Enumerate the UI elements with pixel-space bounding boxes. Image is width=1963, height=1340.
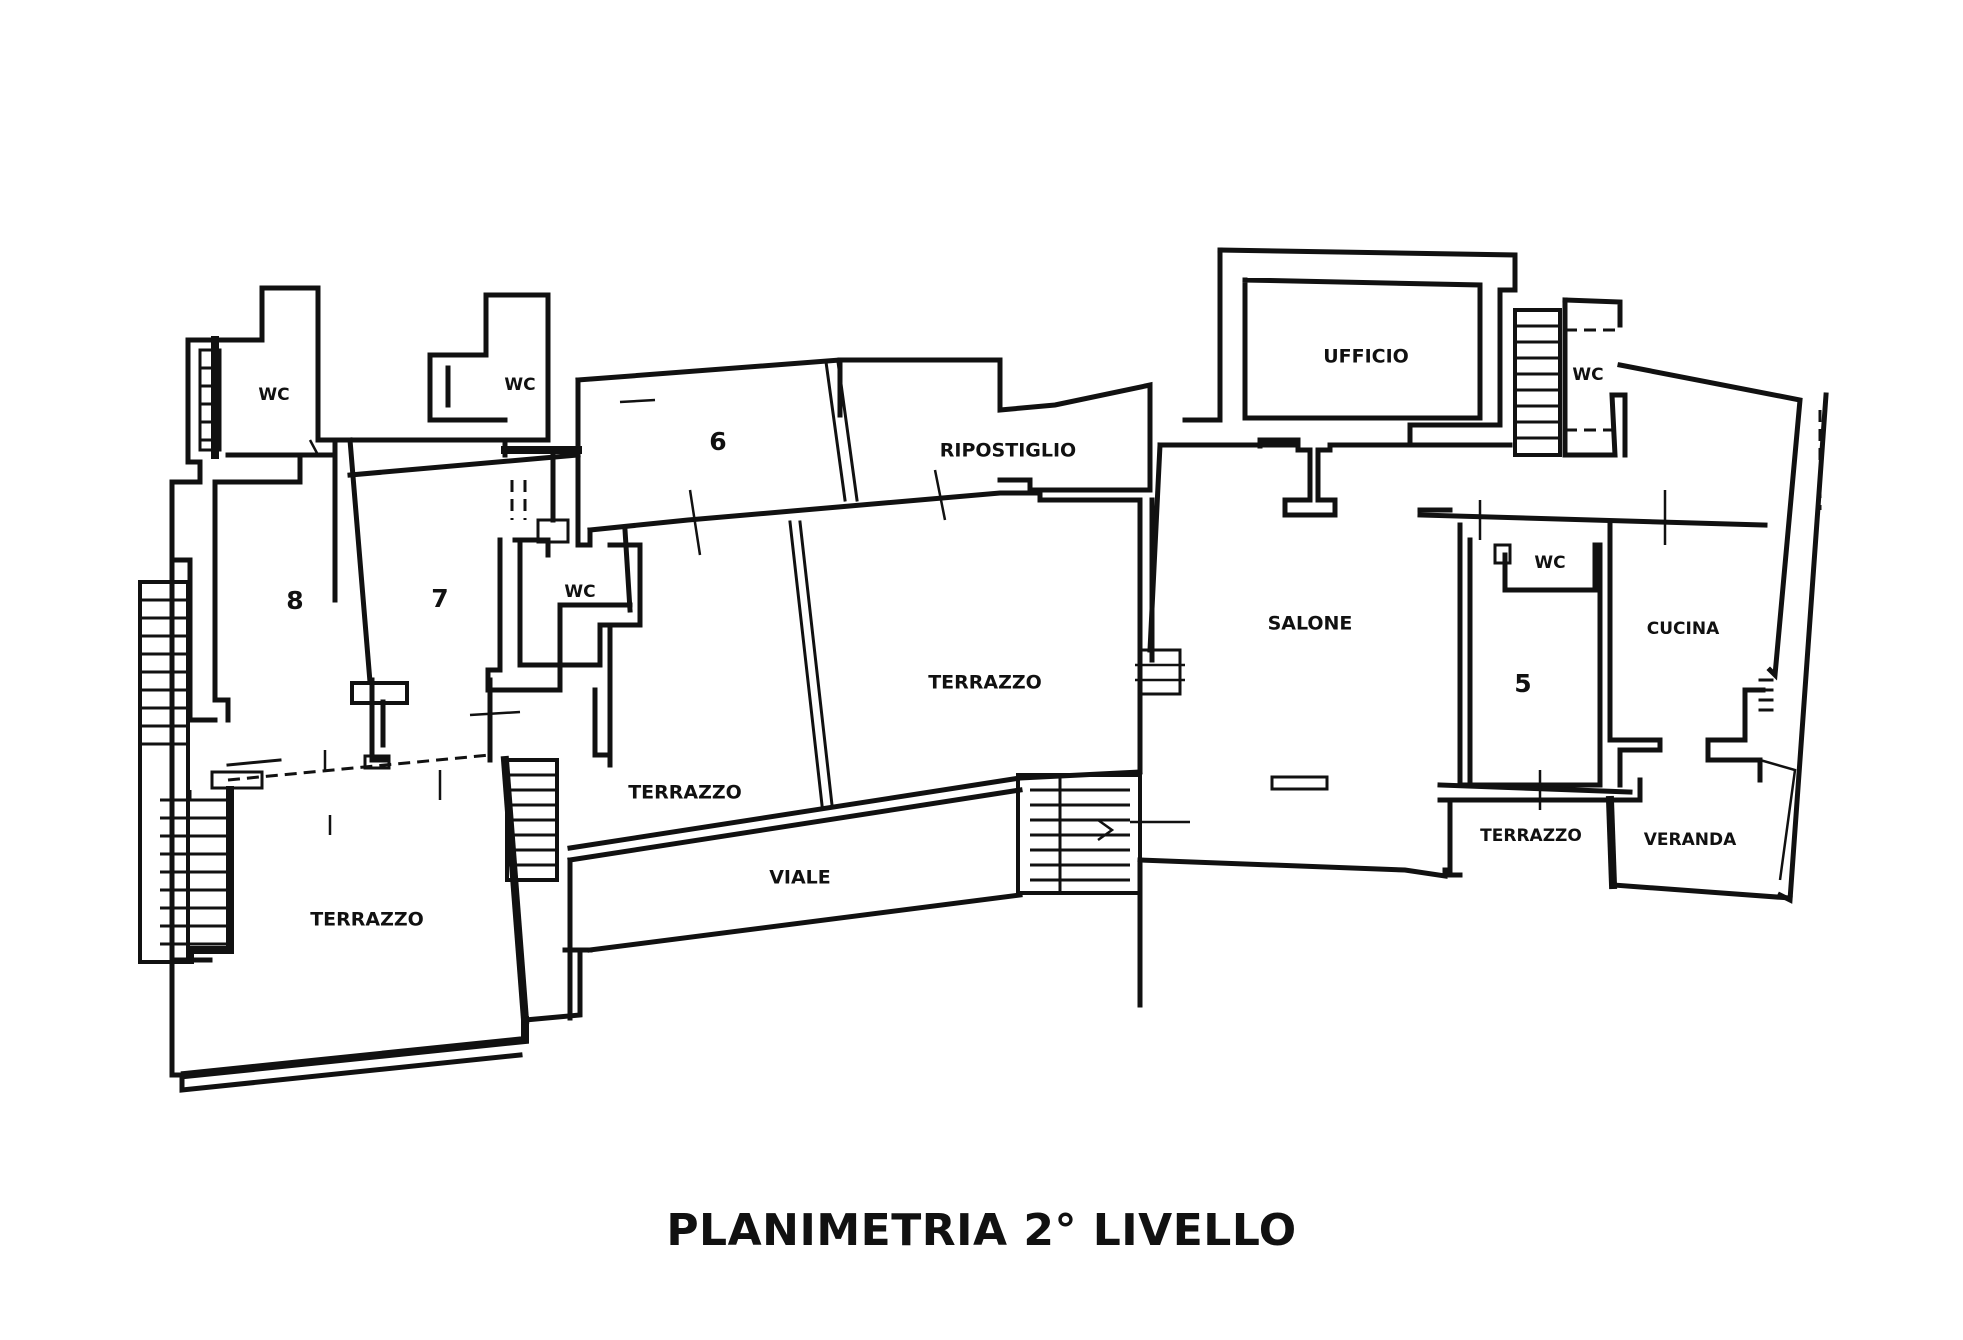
room-labels: WC WC WC WC WC 8 7 6 5 RIPOSTIGLIO UFFIC… <box>258 346 1737 931</box>
label-terrazzo-mid: TERRAZZO <box>628 782 742 804</box>
middle-block <box>485 357 1190 1021</box>
stair-viale <box>1030 775 1130 893</box>
label-wc-ufficio: WC <box>1572 365 1603 385</box>
label-unit-7: 7 <box>431 584 448 613</box>
label-terrazzo-big: TERRAZZO <box>928 672 1042 694</box>
label-wc-5: WC <box>1534 553 1565 573</box>
label-unit-5: 5 <box>1514 669 1531 698</box>
label-terrazzo-right: TERRAZZO <box>1480 826 1582 846</box>
label-ripostiglio: RIPOSTIGLIO <box>940 440 1076 462</box>
label-unit-8: 8 <box>286 586 303 615</box>
label-cucina: CUCINA <box>1647 619 1720 639</box>
label-wc-8: WC <box>258 385 289 405</box>
left-block <box>138 285 593 1093</box>
stair-mid <box>507 773 557 867</box>
label-unit-6: 6 <box>709 427 726 456</box>
plan-title: PLANIMETRIA 2° LIVELLO <box>666 1205 1297 1256</box>
label-viale: VIALE <box>769 867 831 889</box>
label-terrazzo-left: TERRAZZO <box>310 909 424 931</box>
label-ufficio: UFFICIO <box>1323 346 1409 368</box>
right-block <box>1137 247 1829 1008</box>
stair-right <box>1515 324 1560 440</box>
label-wc-7: WC <box>504 375 535 395</box>
label-veranda: VERANDA <box>1644 830 1737 850</box>
label-salone: SALONE <box>1268 613 1353 635</box>
label-wc-6: WC <box>564 582 595 602</box>
stair-left <box>140 598 230 946</box>
